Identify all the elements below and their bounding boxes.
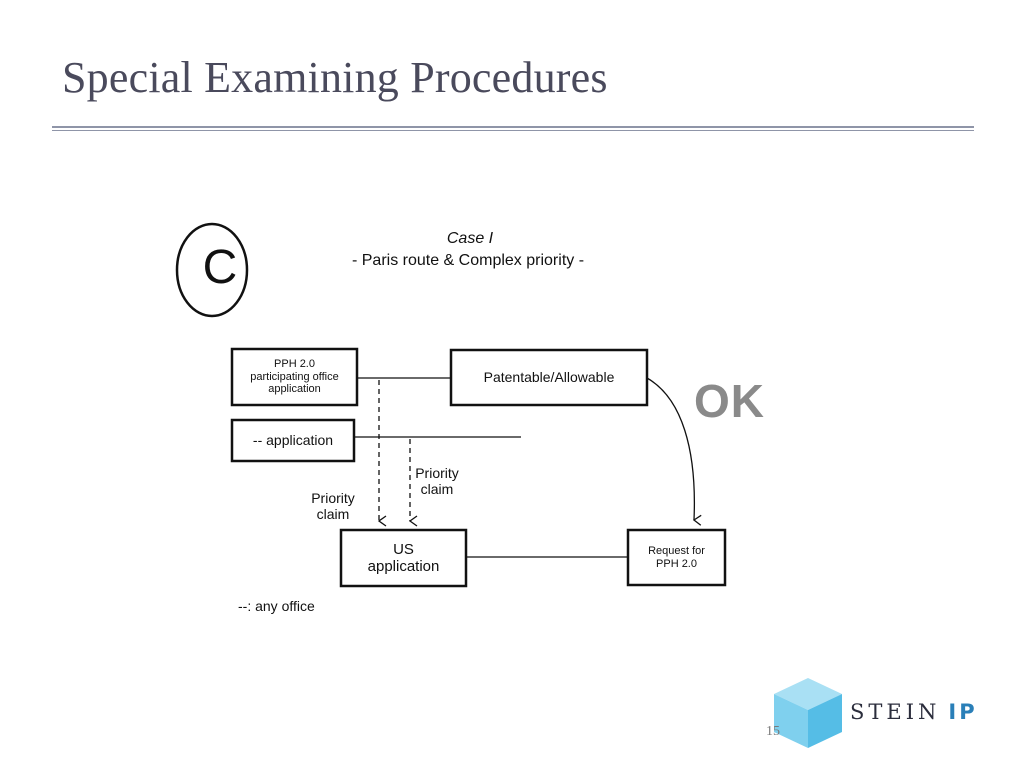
slide-title: Special Examining Procedures [62,53,608,102]
cube-right-face [808,694,842,748]
box-pph-office-label: PPH 2.0 participating office application [232,349,357,405]
ok-label: OK [694,375,765,427]
box-pph-office-line-1: PPH 2.0 [274,358,315,371]
box-request-pph-line-1: Request for [648,544,705,557]
box-pph-office-application [230,347,359,407]
priority-claim-right-label: Priority claim [404,463,470,499]
box-us-application-line-1: US [393,540,414,558]
box-us-application-line-2: application [367,558,440,575]
box-pph-office-line-3: application [268,383,321,396]
diagram-legend: --: any office [238,598,315,614]
box-patentable-allowable [449,348,649,407]
page-number: 15 [766,724,780,739]
cube-left-face [774,694,808,748]
priority-left-line-1: Priority [311,489,355,506]
case-circle [175,222,249,318]
box-request-pph [626,528,727,587]
box-us-application [339,528,468,588]
title-divider [52,126,974,128]
priority-left-line-2: claim [316,506,350,522]
box-request-pph-label: Request for PPH 2.0 [628,530,725,585]
priority-right-line-1: Priority [415,464,459,481]
case-subtitle: - Paris route & Complex priority - [351,252,585,269]
case-circle-letter: C [202,241,238,294]
box-any-application [230,418,356,463]
priority-right-line-2: claim [420,481,454,497]
logo-name: STEIN [850,700,941,724]
stein-ip-cube-icon [772,676,844,755]
case-title: Case I [446,230,494,247]
logo-suffix: IP [948,700,978,724]
title-divider-thin [52,130,974,131]
patentable-to-request-arrow [646,377,702,526]
stein-ip-logo: STEIN IP [850,700,978,724]
box-request-pph-line-2: PPH 2.0 [656,557,697,570]
box-patentable-label: Patentable/Allowable [483,369,615,386]
box-us-application-label: US application [341,530,466,586]
box-any-application-label: -- application [252,432,334,449]
box-pph-office-line-2: participating office [250,370,339,383]
priority-claim-left-label: Priority claim [300,488,366,524]
